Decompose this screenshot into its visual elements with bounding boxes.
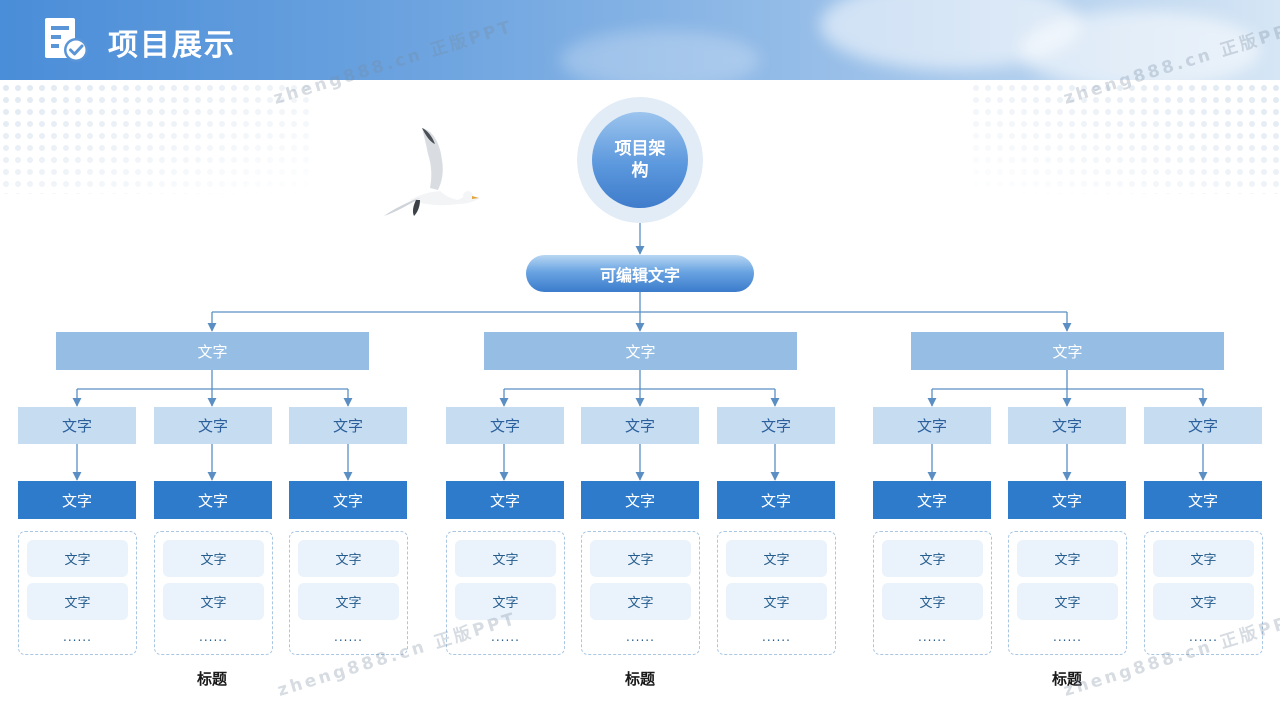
- sub-node: 文字: [1144, 481, 1262, 519]
- card-item: 文字: [882, 540, 983, 577]
- card-item: 文字: [298, 540, 399, 577]
- child-node: 文字: [154, 407, 272, 444]
- child-node: 文字: [289, 407, 407, 444]
- group-caption-1: 标题: [196, 670, 227, 688]
- sub-node: 文字: [717, 481, 835, 519]
- header-banner: 项目展示: [0, 0, 1280, 80]
- item-card: 文字 文字 ......: [581, 531, 700, 655]
- card-ellipsis: ......: [918, 630, 947, 644]
- item-card: 文字 文字 ......: [717, 531, 836, 655]
- item-card: 文字 文字 ......: [873, 531, 992, 655]
- cloud-decoration: [560, 30, 760, 80]
- child-node: 文字: [18, 407, 136, 444]
- cloud-decoration: [1020, 10, 1260, 80]
- card-item: 文字: [298, 583, 399, 620]
- sub-node: 文字: [154, 481, 272, 519]
- item-card: 文字 文字 ......: [18, 531, 137, 655]
- group-caption-2: 标题: [624, 670, 655, 688]
- card-item: 文字: [590, 540, 691, 577]
- child-node: 文字: [1144, 407, 1262, 444]
- halftone-dots-left: [0, 82, 310, 194]
- card-item: 文字: [163, 540, 264, 577]
- card-item: 文字: [1153, 540, 1254, 577]
- child-node: 文字: [873, 407, 991, 444]
- card-ellipsis: ......: [1053, 630, 1082, 644]
- sub-node: 文字: [873, 481, 991, 519]
- sub-node: 文字: [18, 481, 136, 519]
- card-ellipsis: ......: [762, 630, 791, 644]
- card-item: 文字: [455, 583, 556, 620]
- group-node-1: 文字: [56, 332, 369, 370]
- halftone-dots-right: [970, 82, 1280, 194]
- card-ellipsis: ......: [63, 630, 92, 644]
- group-node-3: 文字: [911, 332, 1224, 370]
- card-item: 文字: [1017, 540, 1118, 577]
- seagull-illustration: [384, 128, 480, 216]
- root-node-label: 项目架构: [592, 112, 688, 208]
- child-node: 文字: [1008, 407, 1126, 444]
- sub-node: 文字: [446, 481, 564, 519]
- editable-text-pill: 可编辑文字: [526, 255, 754, 292]
- card-ellipsis: ......: [334, 630, 363, 644]
- card-ellipsis: ......: [491, 630, 520, 644]
- card-item: 文字: [455, 540, 556, 577]
- page-title: 项目展示: [108, 28, 236, 63]
- item-card: 文字 文字 ......: [154, 531, 273, 655]
- child-node: 文字: [717, 407, 835, 444]
- card-ellipsis: ......: [626, 630, 655, 644]
- child-node: 文字: [446, 407, 564, 444]
- sub-node: 文字: [1008, 481, 1126, 519]
- card-item: 文字: [726, 583, 827, 620]
- item-card: 文字 文字 ......: [1144, 531, 1263, 655]
- card-ellipsis: ......: [199, 630, 228, 644]
- root-node: 项目架构: [577, 97, 703, 223]
- card-item: 文字: [1017, 583, 1118, 620]
- item-card: 文字 文字 ......: [1008, 531, 1127, 655]
- card-item: 文字: [726, 540, 827, 577]
- group-caption-3: 标题: [1051, 670, 1082, 688]
- item-card: 文字 文字 ......: [289, 531, 408, 655]
- document-check-icon: [45, 18, 88, 62]
- card-item: 文字: [163, 583, 264, 620]
- group-node-2: 文字: [484, 332, 797, 370]
- card-ellipsis: ......: [1189, 630, 1218, 644]
- card-item: 文字: [27, 540, 128, 577]
- sub-node: 文字: [289, 481, 407, 519]
- item-card: 文字 文字 ......: [446, 531, 565, 655]
- sub-node: 文字: [581, 481, 699, 519]
- card-item: 文字: [1153, 583, 1254, 620]
- child-node: 文字: [581, 407, 699, 444]
- card-item: 文字: [882, 583, 983, 620]
- card-item: 文字: [27, 583, 128, 620]
- card-item: 文字: [590, 583, 691, 620]
